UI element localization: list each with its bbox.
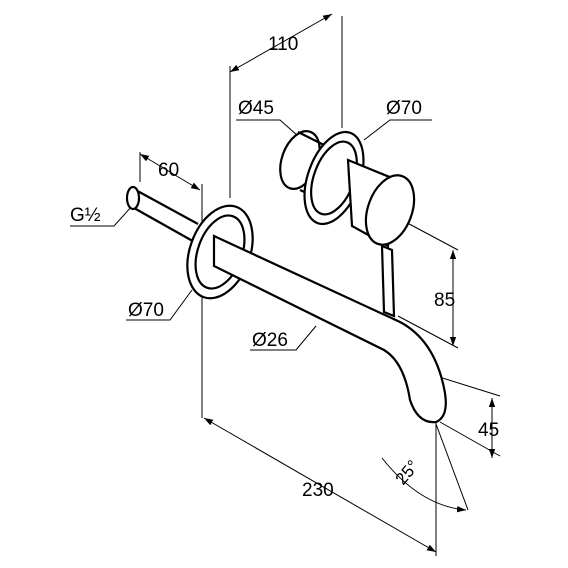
label-110: 110	[268, 34, 298, 55]
inlet-pipe	[131, 187, 199, 245]
mixer-lever	[380, 244, 396, 318]
label-45: 45	[478, 420, 499, 441]
dimension-lines	[70, 13, 496, 553]
label-dia70-left: Ø70	[128, 300, 164, 321]
dim-230-line	[203, 417, 437, 553]
leader-dia70-left	[126, 289, 193, 321]
label-dia26: Ø26	[252, 330, 288, 351]
label-60: 60	[158, 160, 179, 181]
dim-60-line	[139, 153, 201, 191]
spout	[212, 234, 447, 424]
dimension-labels: 110 Ø45 Ø70 60 G½ Ø70 85 Ø26 45 25° 230	[70, 34, 499, 501]
leader-dia45	[236, 119, 299, 137]
label-25: 25°	[392, 457, 423, 489]
leader-thread	[70, 205, 133, 227]
leader-dia26	[250, 325, 317, 351]
dim-110-line	[229, 13, 333, 73]
label-dia45: Ø45	[238, 98, 274, 119]
label-85: 85	[434, 290, 455, 311]
faucet-body	[125, 130, 447, 424]
label-dia70-top: Ø70	[386, 98, 422, 119]
label-thread: G½	[70, 205, 101, 226]
inlet-pipe-end	[125, 185, 141, 211]
mixer-handle-cap	[364, 174, 416, 246]
dim-25-arc	[381, 457, 467, 513]
label-230: 230	[302, 480, 334, 501]
leader-dia70-top	[363, 119, 432, 141]
